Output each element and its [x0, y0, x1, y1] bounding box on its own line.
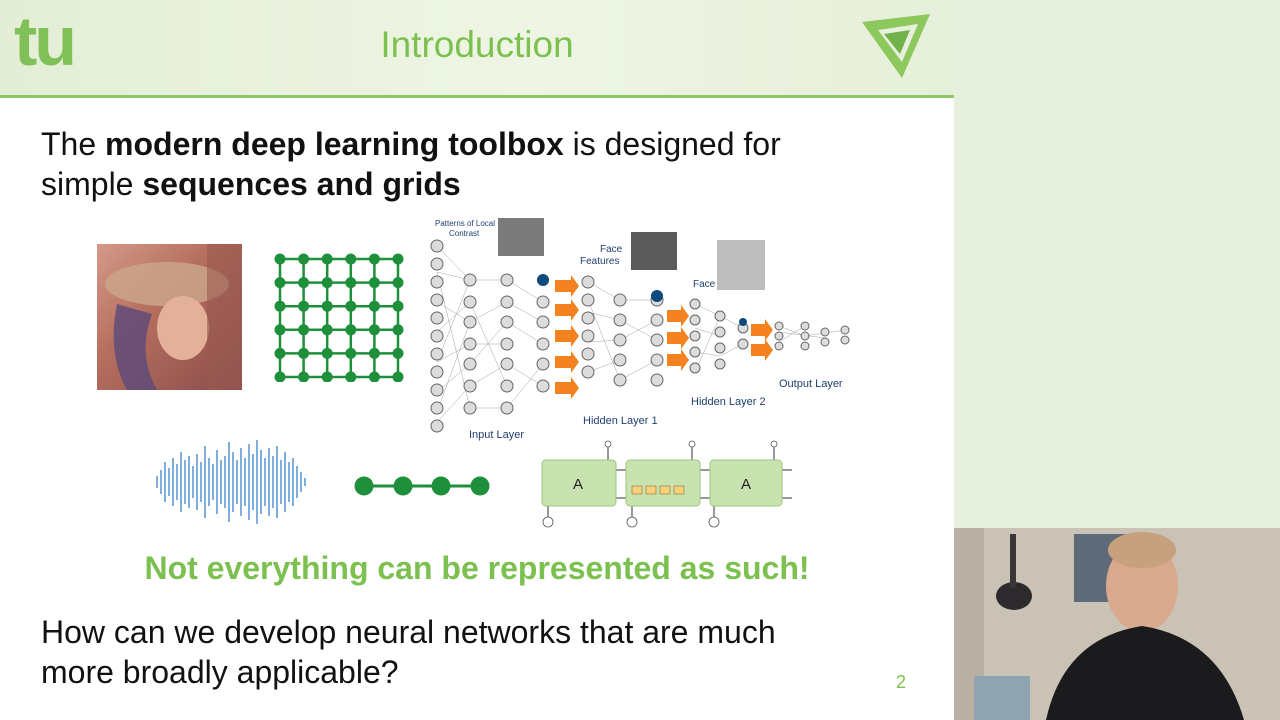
- intro-line-2: simple sequences and grids: [41, 164, 461, 204]
- hidden-layer-2-label: Hidden Layer 2: [691, 396, 766, 408]
- intro-line-1: The modern deep learning toolbox is desi…: [41, 124, 781, 164]
- grid-graph: [274, 253, 404, 382]
- triangle-logo-icon: [862, 14, 930, 78]
- sequence-chain: [354, 476, 490, 496]
- intro-line-2-pre: simple: [41, 166, 143, 202]
- input-layer-label: Input Layer: [469, 429, 524, 441]
- intro-line-1-post: is designed for: [563, 126, 781, 162]
- slide-title: Introduction: [380, 24, 574, 65]
- patterns-label-2: Contrast: [449, 229, 480, 238]
- tagline: Not everything can be represented as suc…: [144, 550, 810, 586]
- page-number: 2: [896, 672, 907, 692]
- patterns-label-1: Patterns of Local: [435, 219, 495, 228]
- tu-logo: tu: [14, 2, 77, 80]
- intro-line-2-bold: sequences and grids: [142, 166, 461, 202]
- rnn-diagram: A A: [541, 440, 792, 528]
- output-layer-label: Output Layer: [779, 378, 843, 390]
- rnn-cell-label-1: A: [573, 476, 583, 493]
- face-features-label-2: Features: [580, 256, 619, 267]
- deep-network-diagram: Patterns of Local Contrast Face Features…: [430, 218, 850, 441]
- intro-line-1-pre: The: [41, 126, 106, 162]
- question-line-2: more broadly applicable?: [41, 654, 399, 690]
- face-label: Face: [693, 279, 716, 290]
- rnn-cell-label-3: A: [741, 476, 751, 493]
- presenter-webcam: [954, 528, 1280, 720]
- portrait-photo: [97, 244, 242, 390]
- slide-header: tu Introduction: [0, 0, 954, 98]
- question-line-1: How can we develop neural networks that …: [41, 614, 776, 650]
- intro-line-1-bold: modern deep learning toolbox: [105, 126, 564, 162]
- audio-waveform: [156, 440, 306, 524]
- hidden-layer-1-label: Hidden Layer 1: [583, 415, 658, 427]
- slide: tu Introduction The modern deep learning…: [0, 0, 954, 720]
- face-features-label-1: Face: [600, 244, 623, 255]
